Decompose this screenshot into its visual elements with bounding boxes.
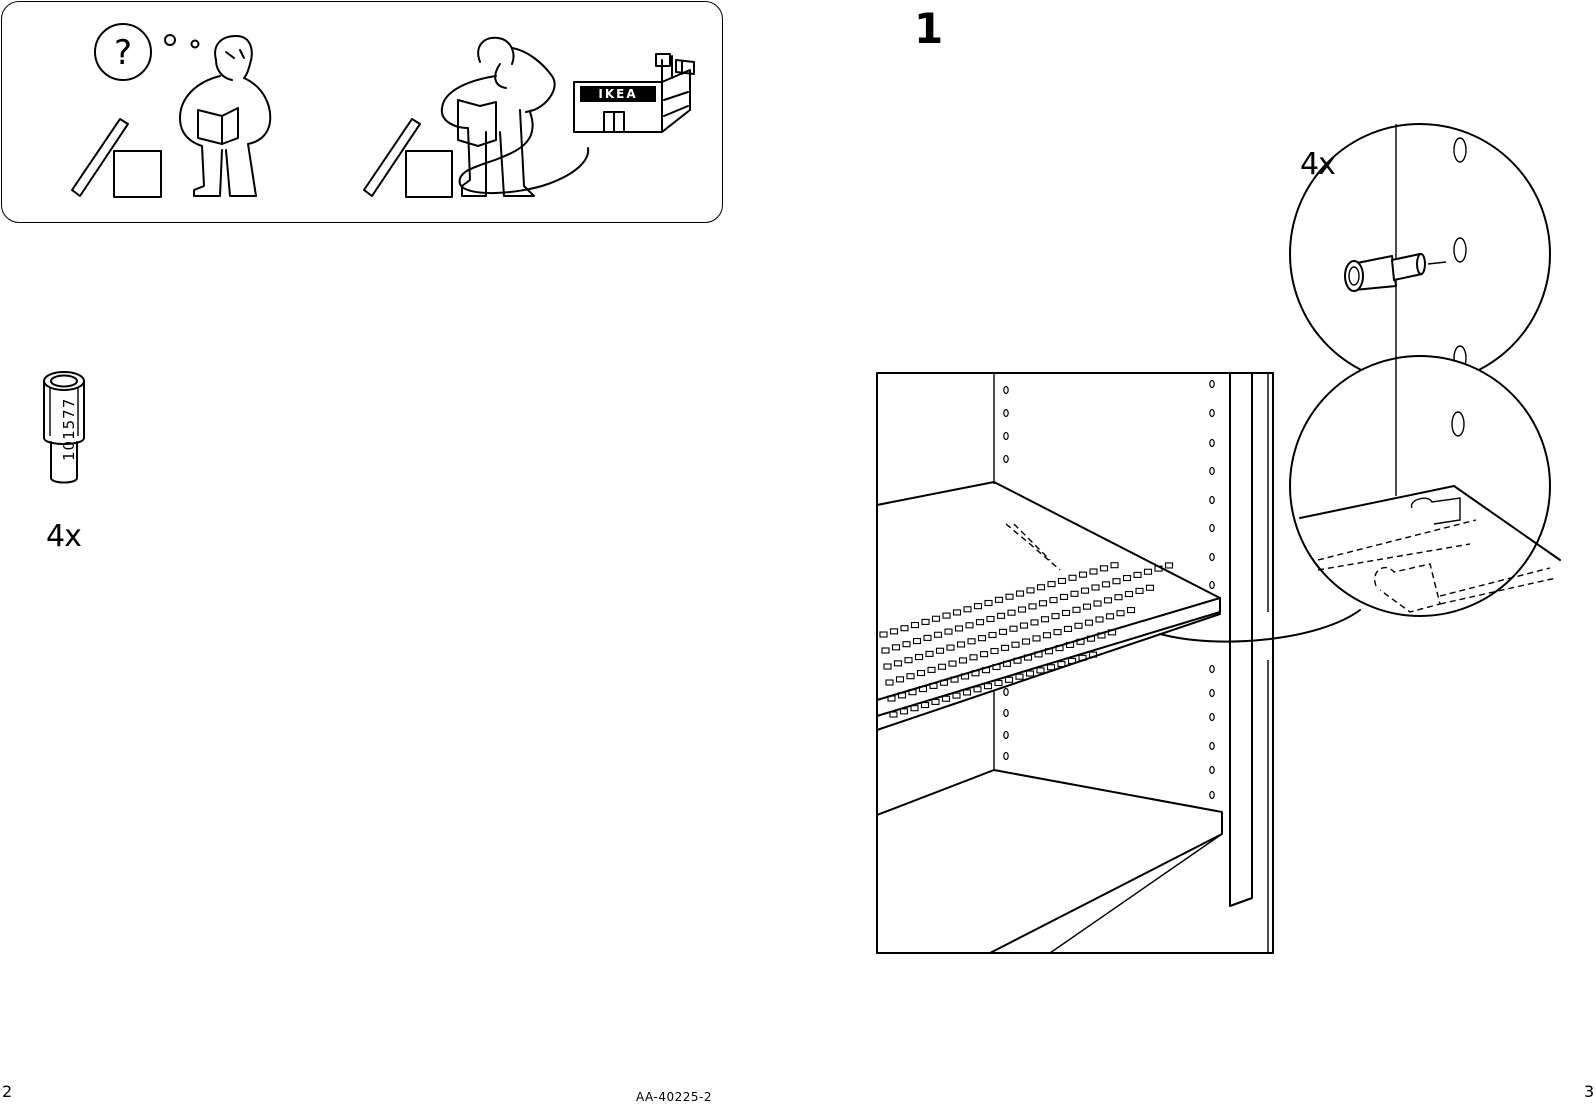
page-number-right: 3	[1584, 1082, 1594, 1101]
page-number-left: 2	[2, 1082, 12, 1101]
document-code: AA-40225-2	[636, 1090, 712, 1104]
